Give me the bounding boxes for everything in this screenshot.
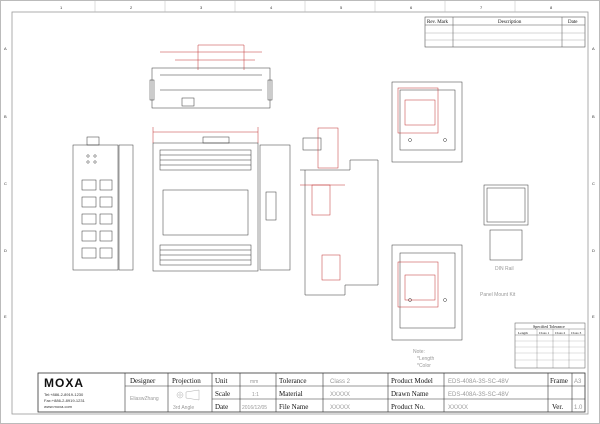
din-rail-label: DIN Rail (495, 266, 514, 272)
product-model-value: EDS-408A-3S-SC-48V (448, 379, 509, 385)
tol-header-class2: Class 2 (555, 331, 565, 335)
product-no-value: XXXXX (448, 405, 468, 411)
drawn-name-label: Drawn Name (391, 390, 429, 398)
tolerance-label: Tolerance (279, 377, 307, 385)
designer-value: EliaswZhang (130, 396, 159, 402)
frame-value: A3 (574, 379, 582, 385)
lower-right-view (391, 244, 463, 341)
col-5: 5 (340, 5, 343, 10)
scale-label: Scale (215, 390, 230, 398)
row-b-right: B (592, 114, 595, 119)
inner-frame (11, 11, 589, 415)
notes: Note: *Length *Color (413, 349, 434, 369)
rev-mark-header: Rev. Mark (427, 20, 449, 25)
ver-value: 1.0 (574, 405, 583, 411)
lower-right-dimensions (397, 261, 439, 308)
row-markers: A B C D E A B C D E (4, 46, 595, 319)
unit-label: Unit (215, 377, 228, 385)
row-b: B (4, 114, 7, 119)
material-value: XXXXX (330, 392, 350, 398)
contact-tel: Tel:+886-2-8919-1230 (44, 392, 84, 397)
col-1: 1 (60, 5, 63, 10)
row-a-right: A (592, 46, 595, 51)
main-housing-dimensions (152, 127, 259, 143)
contact-web: www.moxa.com (44, 404, 73, 409)
col-4: 4 (270, 5, 273, 10)
scale-value: 1:1 (252, 392, 259, 398)
din-rail-dimensions (300, 127, 345, 281)
revision-table: Rev. Mark Description Date (424, 16, 586, 48)
drawn-name-value: EDS-408A-3S-SC-48V (448, 392, 509, 398)
col-7: 7 (480, 5, 483, 10)
date-label: Date (215, 403, 228, 411)
main-housing-view (152, 136, 259, 272)
date-header: Date (568, 20, 578, 25)
panel-mount-label: Panel Mount Kit (480, 292, 516, 298)
din-rail-detail (483, 184, 529, 261)
upper-right-dimensions (397, 87, 439, 134)
file-name-value: XXXXX (330, 405, 350, 411)
col-3: 3 (200, 5, 203, 10)
projection-symbol-icon (176, 391, 184, 399)
row-c: C (4, 181, 7, 186)
projection-value: 3rd Angle (173, 405, 194, 411)
contact-fax: Fax:+886-2-8919-1231 (44, 398, 86, 403)
tol-header-class3: Class 3 (571, 331, 581, 335)
material-label: Material (279, 390, 303, 398)
note-line-2: *Color (417, 363, 431, 369)
ver-label: Ver. (552, 403, 563, 411)
unit-value: mm (250, 379, 258, 385)
top-view (149, 67, 273, 109)
title-block: MOXA Tel:+886-2-8919-1230 Fax:+886-2-891… (37, 372, 586, 413)
product-no-label: Product No. (391, 403, 425, 411)
top-view-dimensions (160, 44, 262, 70)
tolerance-table: Specified Tolerance Length Class 1 Class… (514, 322, 586, 369)
date-value: 2016/12/05 (242, 405, 267, 411)
row-e-right: E (592, 314, 595, 319)
product-model-label: Product Model (391, 377, 433, 385)
column-markers: 1 2 3 4 5 6 7 8 (60, 0, 553, 12)
row-d-right: D (592, 248, 595, 253)
frame-label: Frame (550, 377, 568, 385)
din-rail-profile (300, 137, 379, 296)
file-name-label: File Name (279, 403, 308, 411)
side-view (259, 144, 291, 271)
row-e: E (4, 314, 7, 319)
projection-label: Projection (172, 377, 201, 385)
col-2: 2 (130, 5, 133, 10)
tolerance-value: Class 2 (330, 379, 351, 385)
row-a: A (4, 46, 7, 51)
front-view (72, 136, 134, 271)
description-header: Description (498, 20, 522, 25)
col-6: 6 (410, 5, 413, 10)
designer-label: Designer (130, 377, 156, 385)
col-8: 8 (550, 5, 553, 10)
moxa-logo: MOXA (44, 376, 84, 390)
row-d: D (4, 248, 7, 253)
row-c-right: C (592, 181, 595, 186)
note-title: Note: (413, 349, 425, 355)
note-line-1: *Length (417, 356, 434, 362)
tol-header-length: Length (518, 331, 528, 335)
tolerance-title: Specified Tolerance (533, 324, 565, 329)
upper-right-view (391, 81, 463, 163)
tol-header-class1: Class 1 (539, 331, 549, 335)
